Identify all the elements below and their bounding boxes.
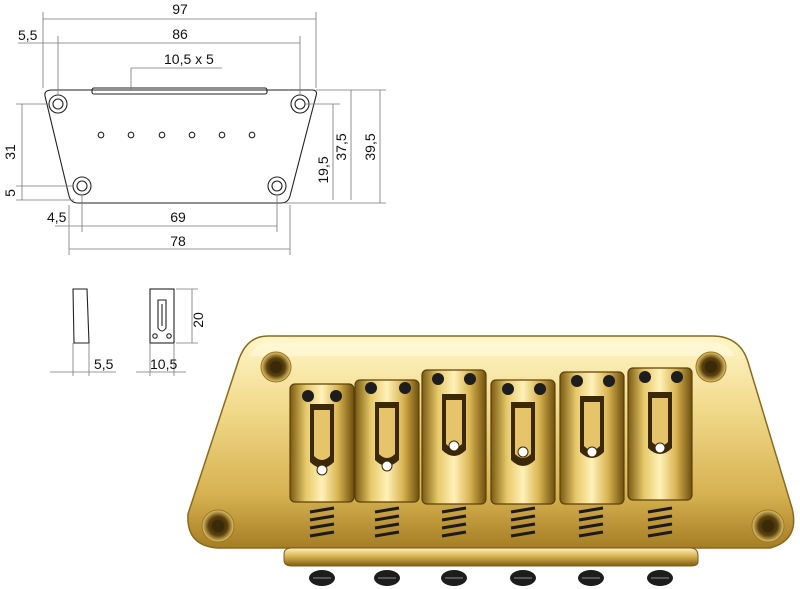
saddle-3 [421,369,487,505]
mounting-hole-icon [695,351,727,383]
dim-height-a: 37,5 [333,133,349,160]
dim-height-b: 39,5 [362,133,378,160]
bridge-photo [187,335,795,586]
dim-offset-bottom-left: 4,5 [47,209,67,225]
dim-height-plate: 31 [2,144,18,160]
mounting-hole-icon [751,509,785,543]
bridge-front-lip [283,547,699,567]
dim-hole-spacing-top: 86 [172,26,188,42]
dim-width-bottom: 78 [170,233,186,249]
saddle-6 [627,367,693,501]
dim-saddle-thickness: 5,5 [94,356,114,372]
saddle-side-drawing: 5,5 [50,288,116,376]
saddle-5 [559,371,625,505]
saddle-springs [309,506,673,538]
mounting-hole-icon [260,351,292,383]
intonation-screw-icon [374,570,400,586]
saddle-2 [354,379,420,503]
dim-slot-size: 10,5 x 5 [164,51,214,67]
saddle-front-drawing: 20 10,5 [136,288,206,376]
dim-saddle-height: 20 [190,312,206,328]
saddle-1 [289,383,355,503]
saddle-4 [490,379,556,505]
dim-saddle-width: 10,5 [150,356,177,372]
top-view-drawing: 97 5,5 86 10,5 x 5 31 5 19,5 37,5 39,5 4… [2,1,386,255]
intonation-screw-icon [510,570,536,586]
dim-offset-bottom: 5 [2,189,18,197]
intonation-screw-icon [309,570,335,586]
dim-height-mid: 19,5 [315,156,331,183]
intonation-screw-icon [578,570,604,586]
dim-offset-left: 5,5 [18,27,38,43]
intonation-screw-icon [647,570,673,586]
intonation-screw-icon [441,570,467,586]
dim-hole-spacing-bottom: 69 [170,209,186,225]
mounting-hole-icon [201,509,235,543]
dim-width-overall: 97 [172,1,188,17]
